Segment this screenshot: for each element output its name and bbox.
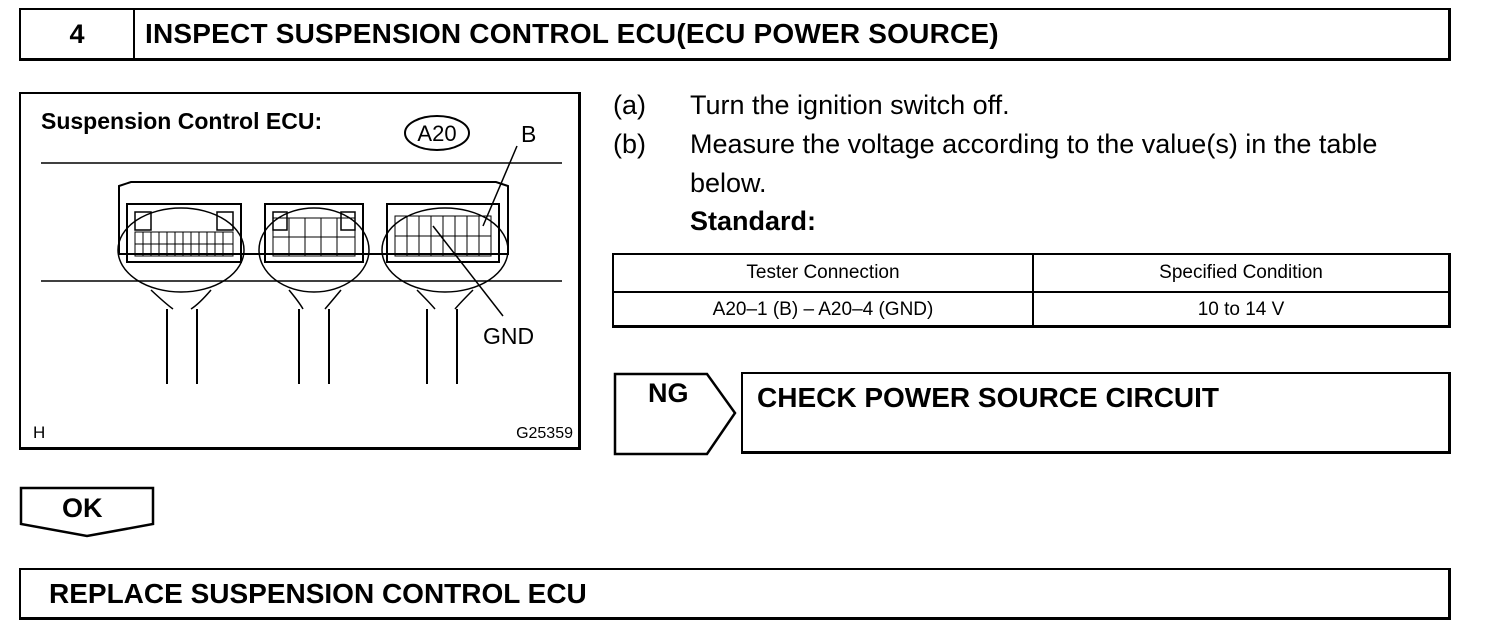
instruction-text-b: Measure the voltage according to the val… (690, 129, 1378, 159)
connector-figure: Suspension Control ECU: A20 B (19, 92, 581, 450)
instruction-label-a: (a) (613, 90, 646, 120)
corner-mark: H (33, 423, 45, 442)
ok-arrow-icon (19, 486, 155, 538)
table-cell-specified-condition: 10 to 14 V (1197, 298, 1285, 320)
figure-title: Suspension Control ECU: (41, 108, 322, 134)
step-title: INSPECT SUSPENSION CONTROL ECU(ECU POWER… (145, 18, 999, 49)
figure-code: G25359 (516, 425, 573, 442)
connector-center (258, 203, 370, 384)
ok-result-box: REPLACE SUSPENSION CONTROL ECU (19, 568, 1451, 620)
table-cell-tester-connection: A20–1 (B) – A20–4 (GND) (712, 298, 934, 320)
instruction-text-b-continued: below. (690, 168, 767, 198)
pin-gnd-leader (432, 225, 504, 317)
spec-table: Tester Connection Specified Condition A2… (612, 253, 1451, 328)
ecu-connector-illustration: Suspension Control ECU: A20 B (33, 108, 573, 442)
connector-id-label: A20 (417, 121, 456, 146)
pin-gnd-label: GND (483, 323, 534, 349)
table-header-specified-condition: Specified Condition (1159, 262, 1323, 283)
ng-arrow-icon (613, 372, 737, 456)
instruction-text-a: Turn the ignition switch off. (690, 90, 1010, 120)
connector-a20 (381, 145, 518, 384)
ok-result-text: REPLACE SUSPENSION CONTROL ECU (49, 577, 587, 609)
instruction-label-b: (b) (613, 129, 646, 159)
ng-result-text: CHECK POWER SOURCE CIRCUIT (757, 382, 1220, 413)
ng-result-box: CHECK POWER SOURCE CIRCUIT (741, 372, 1451, 454)
pin-b-leader (482, 145, 518, 227)
standard-label: Standard: (690, 206, 817, 236)
pin-b-label: B (521, 121, 536, 147)
ok-label: OK (62, 493, 103, 523)
step-number: 4 (21, 10, 135, 58)
table-header-tester-connection: Tester Connection (746, 262, 900, 283)
connector-id-oval (404, 115, 470, 151)
connector-left (117, 203, 245, 384)
ng-label: NG (648, 378, 689, 408)
step-header: 4 INSPECT SUSPENSION CONTROL ECU(ECU POW… (19, 8, 1451, 61)
